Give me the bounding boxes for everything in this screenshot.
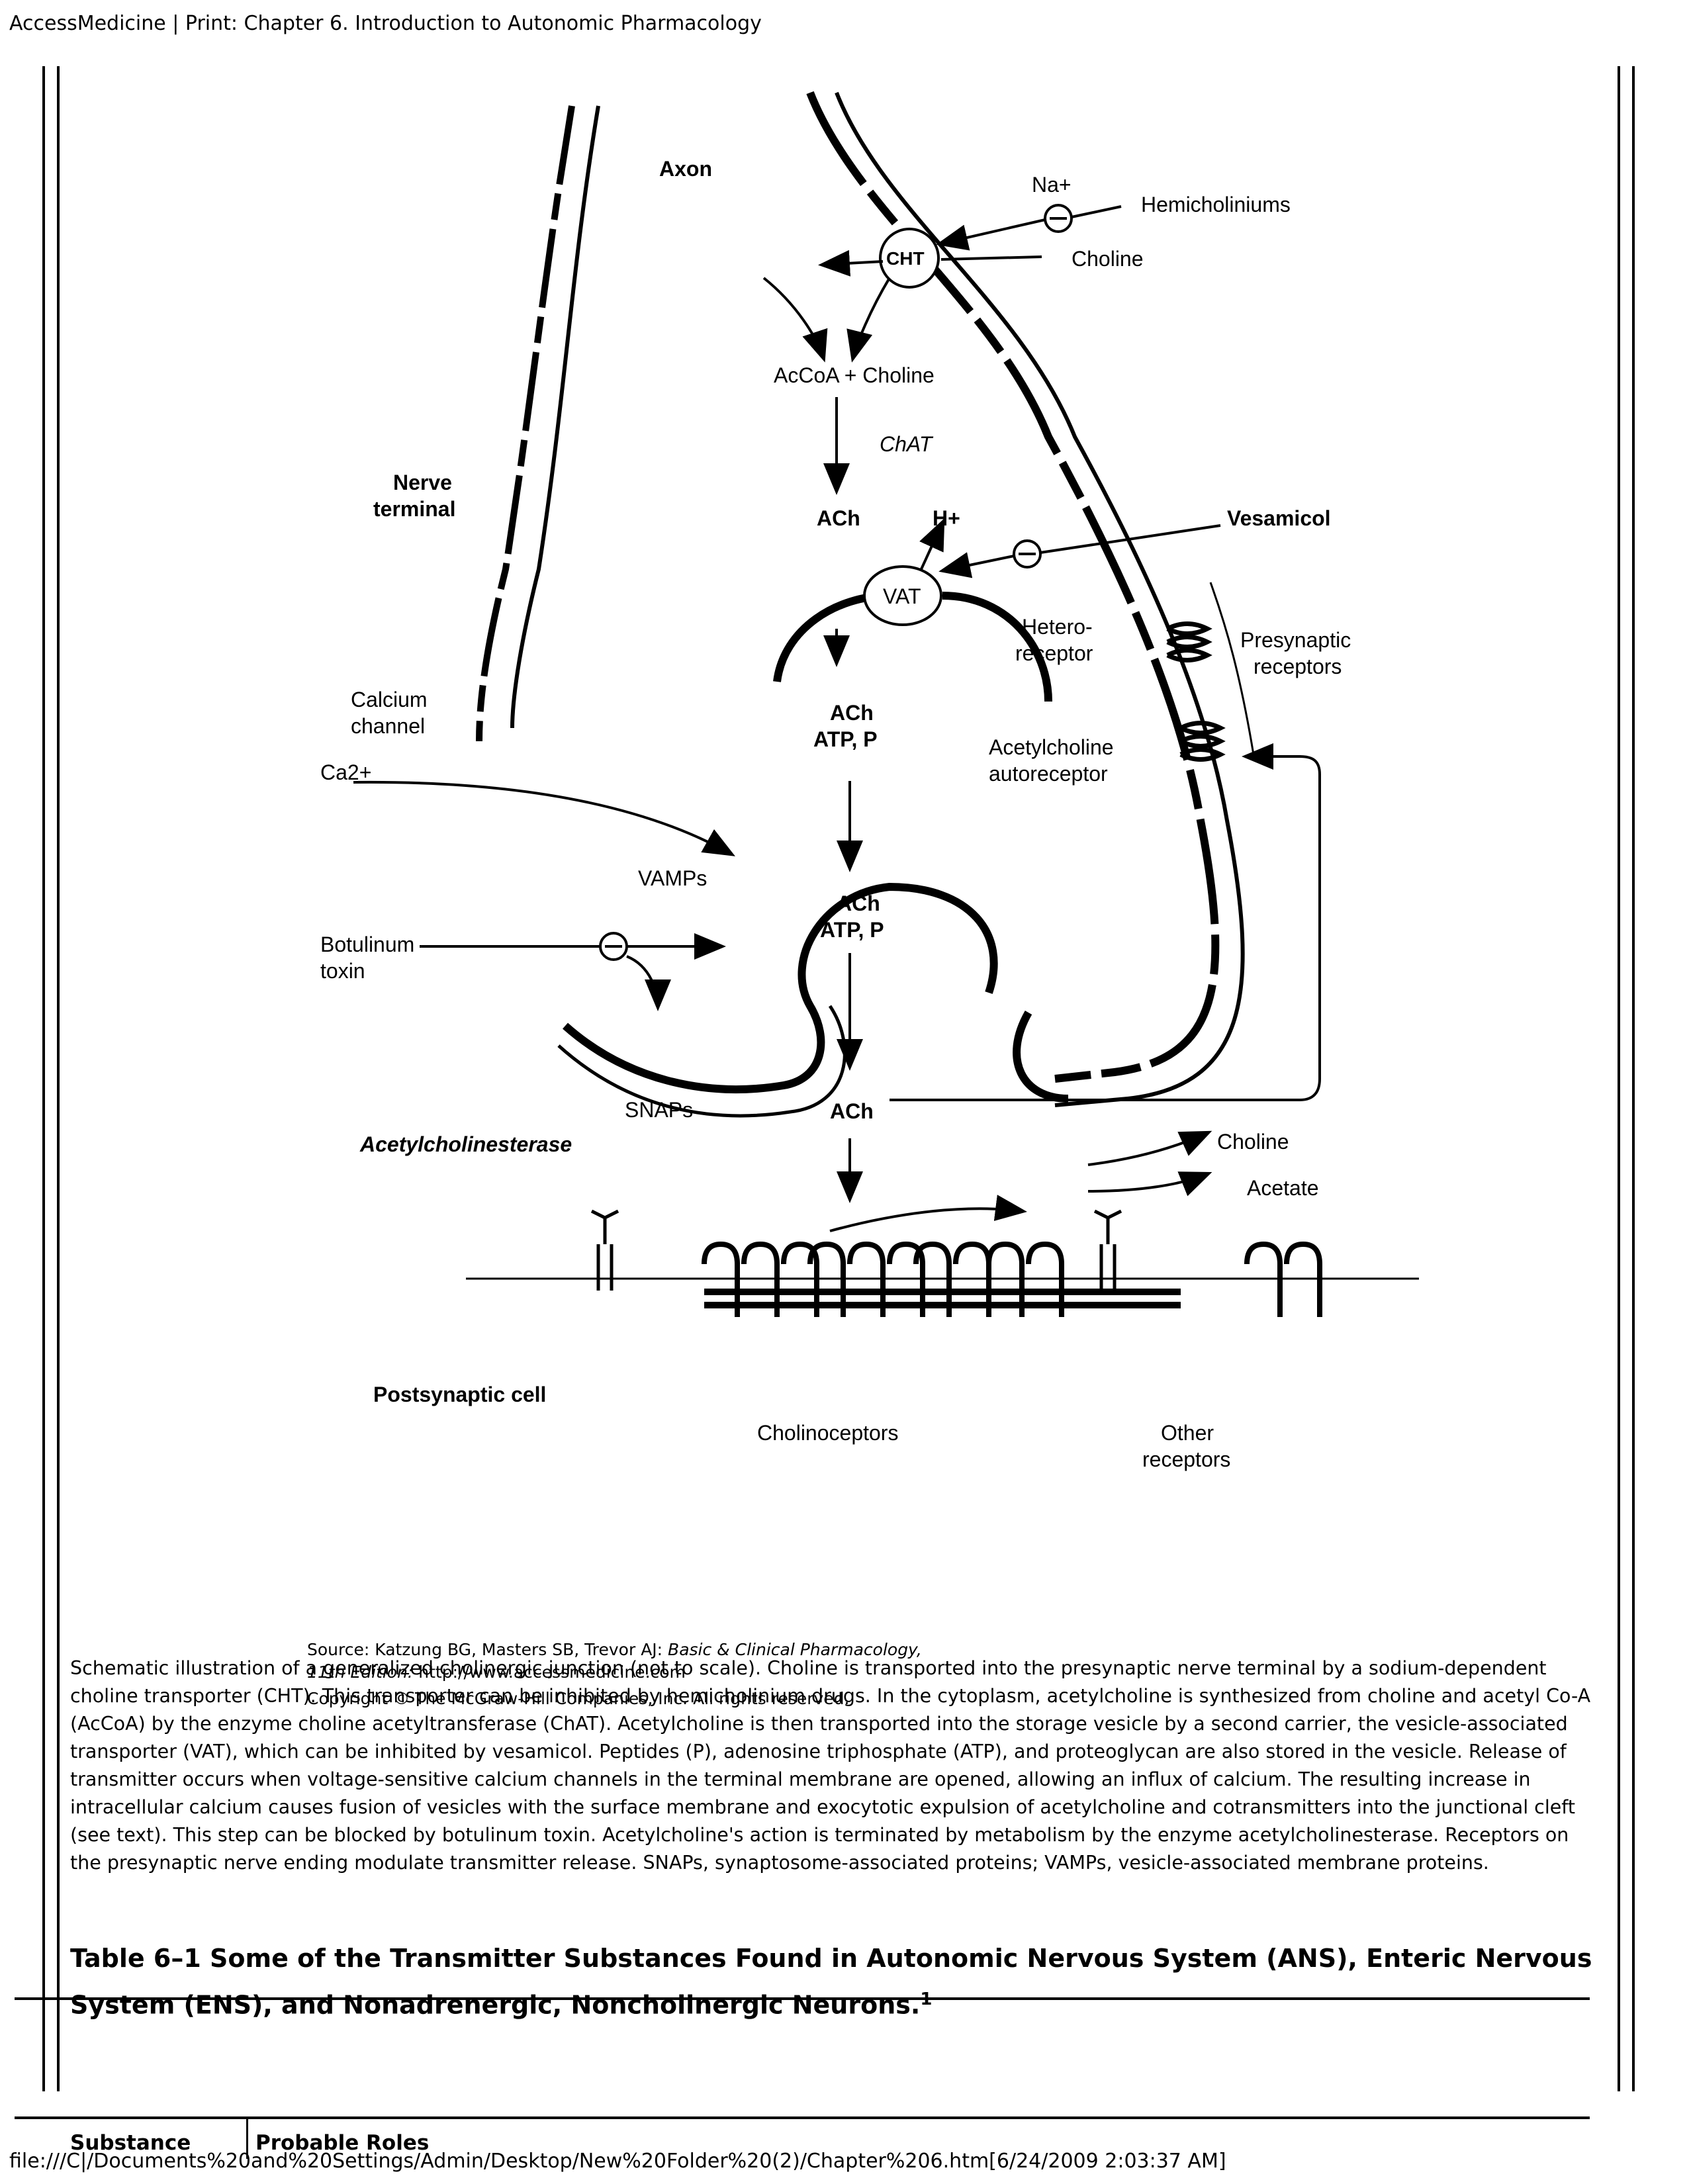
label-presynaptic-1: Presynaptic [1240,628,1351,652]
table-header-probable-roles: Probable Roles [255,2131,430,2155]
page-footer: file:///C|/Documents%20and%20Settings/Ad… [9,2150,1226,2173]
label-nerve: Nerve [393,471,452,494]
label-chat: ChAT [880,432,934,456]
label-h-plus: H+ [933,506,960,530]
frame-border-right-inner [1618,66,1620,2091]
label-postsynaptic-cell: Postsynaptic cell [373,1383,546,1406]
label-presynaptic-2: receptors [1254,655,1342,678]
label-na: Na+ [1032,173,1072,197]
content-frame: Axon Na+ Hemicholiniums CHT Choline AcCo… [42,66,1635,2091]
label-ach-released: ACh [830,1099,874,1123]
label-vesamicol: Vesamicol [1227,506,1331,530]
label-vat: VAT [883,584,921,608]
label-snaps: SNAPs [625,1098,693,1122]
figure-caption: Schematic illustration of a generalized … [70,1657,1591,1874]
label-axon: Axon [659,157,712,181]
label-heteroreceptor-2: receptor [1015,641,1093,665]
label-choline-in: Choline [1072,247,1144,271]
label-toxin: toxin [320,959,365,983]
page-header: AccessMedicine | Print: Chapter 6. Intro… [9,12,762,35]
table-title-text: Table 6–1 Some of the Transmitter Substa… [70,1944,1592,2020]
label-ach-autoreceptor-1: Acetylcholine [989,735,1114,759]
cholinergic-junction-figure: Axon Na+ Hemicholiniums CHT Choline AcCo… [320,91,1419,1471]
label-acetylcholinesterase: Acetylcholinesterase [359,1132,572,1156]
source-prefix: Source: Katzung BG, Masters SB, Trevor A… [307,1640,668,1659]
label-hemicholiniums: Hemicholiniums [1141,193,1291,216]
table-column-separator [246,2116,248,2159]
label-terminal: terminal [373,497,455,521]
label-ach-vesicle-1: ACh [830,701,874,725]
label-ach-autoreceptor-2: autoreceptor [989,762,1108,786]
label-heteroreceptor-1: Hetero- [1022,615,1093,639]
label-atp-vesicle-2: ATP, P [820,918,884,942]
source-url: http://www.accessmedicine.com [418,1662,686,1682]
table-title-footnote: 1 [920,1989,933,2009]
label-other-receptors-2: receptors [1142,1447,1230,1471]
label-channel: channel [351,714,425,738]
label-acetate: Acetate [1247,1176,1319,1200]
table-header-rule [15,2116,1590,2119]
frame-border-right [1632,66,1635,2091]
label-ca: Ca2+ [320,760,371,784]
label-atp-vesicle-1: ATP, P [813,727,878,751]
label-choline-out: Choline [1217,1130,1289,1154]
label-vamps: VAMPs [638,866,707,890]
source-title: Basic & Clinical Pharmacology, [668,1640,922,1659]
label-calcium: Calcium [351,688,428,711]
label-cholinoceptors: Cholinoceptors [757,1421,898,1445]
frame-border-left [42,66,45,2091]
label-other-receptors-1: Other [1161,1421,1214,1445]
figure-source: Source: Katzung BG, Masters SB, Trevor A… [307,1639,922,1710]
frame-border-left-inner [57,66,60,2091]
label-botulinum: Botulinum [320,933,414,956]
label-acoa-choline: AcCoA + Choline [774,363,935,387]
source-edition: 11th Edition: [307,1662,419,1682]
table-title: Table 6–1 Some of the Transmitter Substa… [70,1938,1592,2026]
label-ach-cytoplasm: ACh [817,506,860,530]
label-ach-vesicle-2: ACh [837,891,880,915]
table-header-substance: Substance [70,2131,191,2155]
source-copyright: Copyright © The McGraw-Hill Companies, I… [307,1689,850,1708]
table-top-rule [15,1997,1590,2000]
label-cht: CHT [886,248,925,269]
